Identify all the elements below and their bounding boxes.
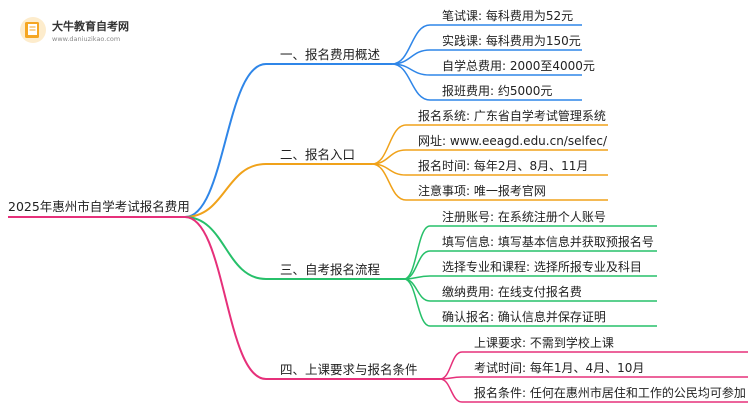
watermark-url: www.daniuzikao.com — [52, 35, 120, 43]
mindmap-links — [8, 24, 748, 403]
mindmap-nodes: 2025年惠州市自学考试报名费用 一、报名费用概述 笔试课: 每科费用为52元实践课… — [8, 8, 746, 400]
leaf-node-label: 报班费用: 约5000元 — [442, 83, 552, 98]
watermark: 大牛教育自考网 www.daniuzikao.com — [20, 17, 129, 43]
leaf-connector — [403, 278, 431, 302]
leaf-node-label: 上课要求: 不需到学校上课 — [474, 335, 614, 350]
branch-node-label: 三、自考报名流程 — [280, 262, 381, 277]
leaf-node-label: 报名时间: 每年2月、8月、11月 — [418, 158, 588, 173]
branch-node-label: 一、报名费用概述 — [280, 47, 381, 62]
leaf-node-label: 注意事项: 唯一报考官网 — [418, 183, 546, 198]
leaf-connector — [391, 63, 431, 101]
branch-connector — [184, 63, 267, 218]
leaf-connector — [403, 225, 431, 280]
leaf-connector — [391, 24, 431, 65]
leaf-node-label: 自学总费用: 2000至4000元 — [442, 58, 595, 73]
leaf-node-label: 报名系统: 广东省自学考试管理系统 — [418, 108, 606, 123]
branch-connector — [184, 216, 267, 380]
leaf-node-label: 考试时间: 每年1月、4月、10月 — [474, 360, 644, 375]
root-node-label: 2025年惠州市自学考试报名费用 — [8, 199, 190, 214]
branch-node-label: 四、上课要求与报名条件 — [280, 362, 418, 377]
leaf-node-label: 注册账号: 在系统注册个人账号 — [442, 209, 606, 224]
branch-connector — [184, 163, 267, 218]
branch-connector — [184, 216, 267, 280]
leaf-node-label: 缴纳费用: 在线支付报名费 — [442, 284, 582, 299]
leaf-node-label: 报名条件: 任何在惠州市居住和工作的公民均可参加 — [474, 385, 746, 400]
leaf-node-label: 确认报名: 确认信息并保存证明 — [442, 309, 606, 324]
leaf-connector — [371, 163, 407, 201]
leaf-node-label: 选择专业和课程: 选择所报专业及科目 — [442, 259, 642, 274]
leaf-node-label: 网址: www.eeagd.edu.cn/selfec/ — [418, 134, 608, 148]
leaf-node-label: 填写信息: 填写基本信息并获取预报名号 — [442, 234, 654, 249]
leaf-connector — [371, 124, 407, 165]
book-logo-icon — [20, 17, 46, 43]
leaf-node-label: 实践课: 每科费用为150元 — [442, 33, 581, 48]
branch-node-label: 二、报名入口 — [280, 147, 355, 162]
leaf-node-label: 笔试课: 每科费用为52元 — [442, 8, 573, 23]
leaf-connector — [439, 351, 463, 380]
leaf-connector — [439, 378, 463, 403]
watermark-title: 大牛教育自考网 — [52, 19, 129, 33]
leaf-connector — [403, 278, 431, 327]
